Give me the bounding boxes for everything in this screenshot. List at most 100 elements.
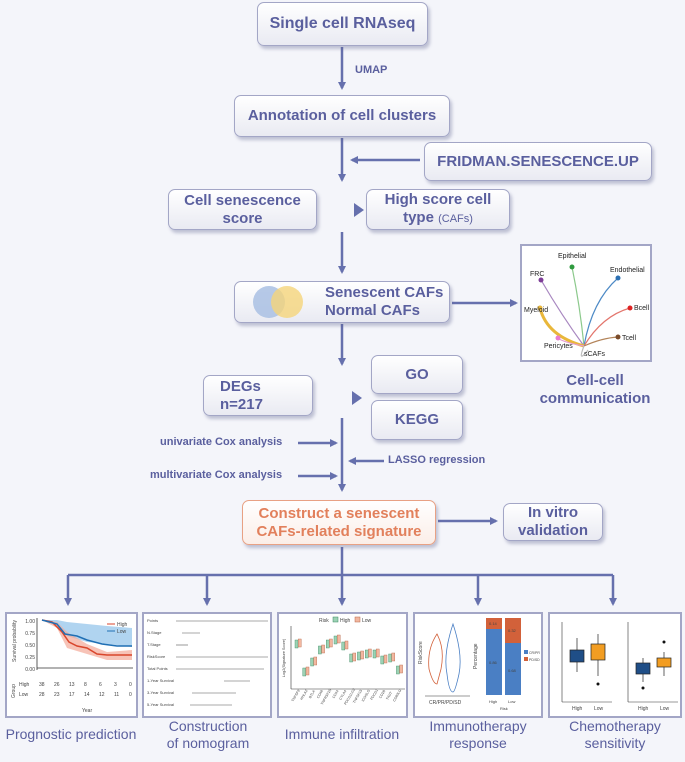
caption-immune: Immune infiltration — [272, 726, 412, 743]
svg-text:0.86: 0.86 — [489, 660, 498, 665]
violin-xlabel: CR/PR/PD/SD — [429, 700, 462, 706]
gene-label: ICOSLG — [361, 689, 371, 703]
umap-label: UMAP — [355, 64, 388, 76]
legend-low: Low — [362, 618, 372, 624]
chemo-xtick: Low — [594, 706, 604, 712]
caption-line2: of nomogram — [166, 735, 250, 751]
caption-prognostic: Prognostic prediction — [0, 726, 142, 743]
legend-crpr: CR/PR — [529, 651, 540, 655]
degs-line1: DEGs — [220, 377, 261, 395]
ytick: 0.50 — [25, 643, 35, 649]
chemo-xtick: High — [638, 706, 649, 712]
chemotherapy-panel: High Low High Low — [548, 612, 682, 718]
gene-label: PDCD1 — [370, 688, 379, 700]
immune-box — [337, 634, 341, 644]
immune-box — [344, 640, 349, 650]
lasso-label: LASSO regression — [388, 454, 486, 466]
gene-label: CTLA4 — [338, 689, 347, 700]
venn-icon — [253, 286, 303, 318]
bar-high-crpr — [486, 629, 502, 695]
legend-title: Risk — [319, 618, 329, 624]
immune-box — [364, 649, 369, 659]
svg-text:High: High — [19, 682, 30, 688]
immune-box — [396, 665, 400, 675]
svg-text:14: 14 — [84, 692, 90, 698]
immune-box — [341, 641, 345, 651]
km-low-curve — [41, 619, 132, 647]
geneset-label: FRIDMAN.SENESCENCE.UP — [437, 152, 639, 170]
ytick: 1.00 — [25, 619, 35, 625]
univariate-label: univariate Cox analysis — [160, 436, 283, 448]
immune-box — [388, 653, 392, 663]
svg-text:3: 3 — [114, 682, 117, 688]
immune-box — [399, 664, 403, 674]
legend-pdsd: PD/SD — [529, 658, 540, 662]
signature-line1: Construct a senescent — [258, 504, 420, 522]
svg-text:0.32: 0.32 — [508, 628, 517, 633]
immune-box — [329, 638, 333, 648]
highscore-line2: type — [403, 209, 434, 226]
immune-box — [305, 666, 310, 676]
chemo-xtick: High — [572, 706, 583, 712]
gene-label: TIGIT — [385, 690, 393, 700]
go-label: GO — [405, 365, 429, 383]
gene-label: BTLA — [308, 689, 316, 699]
score-line2: score — [222, 209, 263, 227]
invitro-line1: In vitro — [527, 504, 578, 521]
caption-line1: Immunotherapy — [429, 718, 527, 734]
nomogram-row: N.Stage — [147, 630, 162, 635]
caf-line2: Normal CAFs — [325, 302, 421, 319]
nomogram-row: 3-Year Survival — [147, 690, 174, 695]
bar-low-crpr — [505, 643, 521, 695]
nomogram-row: T.Stage — [147, 642, 161, 647]
senescence-score-box: Cell senescence score — [168, 189, 317, 230]
kegg-box: KEGG — [371, 400, 463, 440]
svg-text:0: 0 — [129, 692, 132, 698]
svg-text:Low: Low — [19, 692, 29, 698]
nomogram-row: RiskScore — [147, 654, 166, 659]
single-cell-rnaseq-box: Single cell RNAseq — [257, 2, 428, 46]
degs-line2: n=217 — [220, 395, 263, 413]
node-myeloid: Myeloid — [524, 307, 548, 314]
kegg-label: KEGG — [394, 411, 440, 428]
km-plot-panel: Survival probability 1.00 0.75 0.50 0.25… — [5, 612, 138, 718]
svg-text:23: 23 — [54, 692, 60, 698]
nomogram-row: Total Points — [147, 666, 168, 671]
high-score-box: High score cell type (CAFs) — [366, 189, 510, 230]
immune-box — [310, 657, 314, 667]
invitro-box: In vitro validation — [503, 503, 603, 541]
immune-box — [352, 652, 357, 662]
chemo-xtick: Low — [660, 706, 670, 712]
nomogram: Points N.Stage T.Stage RiskScore Total P… — [147, 618, 268, 707]
km-xlabel: Year — [82, 708, 92, 714]
ytick: 0.00 — [25, 667, 35, 673]
nomogram-row: 1-Year Survival — [147, 678, 174, 683]
svg-text:8: 8 — [84, 682, 87, 688]
legend-high: High — [340, 618, 351, 624]
signature-line2: CAFs-related signature — [256, 522, 422, 540]
svg-text:28: 28 — [39, 692, 45, 698]
highscore-note: (CAFs) — [438, 213, 473, 225]
communication-network: Epithelial FRC Endothelial Bcell Myeloid… — [524, 253, 650, 358]
immune-box — [313, 656, 317, 666]
svg-text:12: 12 — [99, 692, 105, 698]
svg-text:13: 13 — [69, 682, 75, 688]
immune-box — [357, 651, 361, 661]
highscore-line1: High score cell — [384, 191, 492, 208]
svg-text:0.68: 0.68 — [508, 668, 517, 673]
gene-label: TNFSF15 — [352, 689, 363, 704]
bar-high-pdsd — [486, 618, 502, 629]
legend-low: Low — [117, 629, 127, 635]
svg-text:0.14: 0.14 — [489, 621, 498, 626]
immunotherapy-plots: RiskScore CR/PR/PD/SD Percentage 0.140.8… — [418, 618, 540, 711]
svg-text:26: 26 — [54, 682, 60, 688]
degs-box: DEGs n=217 — [203, 375, 313, 416]
caption-line1: Cell-cell — [566, 372, 624, 389]
immune-box — [318, 645, 322, 655]
svg-text:38: 38 — [39, 682, 45, 688]
legend-high: High — [117, 622, 128, 628]
